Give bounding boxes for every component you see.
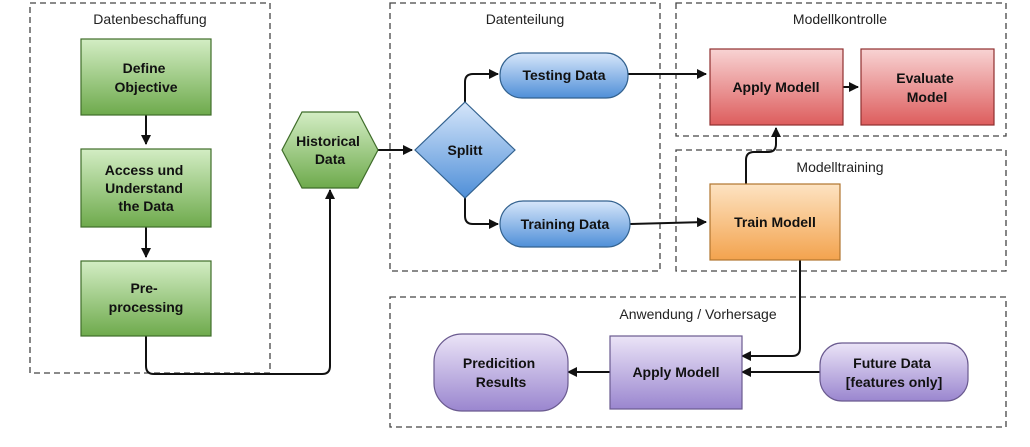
node-apply-top-label: Apply Modell bbox=[732, 79, 819, 95]
node-testing-label: Testing Data bbox=[523, 67, 606, 83]
svg-text:Access und Understand: Access und Understand the Data bbox=[105, 162, 187, 214]
group-label-modelltraining: Modelltraining bbox=[796, 159, 883, 175]
edge-train-to-apply bbox=[745, 127, 781, 184]
node-historical-data: Historical Data bbox=[281, 111, 379, 189]
svg-text:Evaluate Model: Evaluate Model bbox=[896, 70, 957, 105]
edges bbox=[141, 69, 859, 377]
group-label-datenteilung: Datenteilung bbox=[486, 11, 565, 27]
edge-preprocessing-to-historical bbox=[145, 189, 335, 375]
node-define-objective-line1: Define bbox=[123, 60, 166, 76]
node-prediction-line2: Results bbox=[476, 374, 527, 390]
node-training-data: Training Data bbox=[499, 200, 631, 248]
group-anwendung: Anwendung / Vorhersage bbox=[389, 296, 1007, 428]
node-define-objective-line2: Objective bbox=[114, 79, 177, 95]
node-apply-bottom-label: Apply Modell bbox=[632, 364, 719, 380]
node-train-label: Train Modell bbox=[734, 214, 816, 230]
node-testing-data: Testing Data bbox=[499, 52, 629, 99]
group-modelltraining: Modelltraining bbox=[675, 149, 1007, 272]
node-prediction-results: Predicition Results bbox=[433, 333, 569, 412]
node-evaluate-model: Evaluate Model bbox=[860, 48, 995, 126]
node-define-objective: Define Objective bbox=[80, 38, 212, 116]
group-label-modellkontrolle: Modellkontrolle bbox=[793, 11, 887, 27]
node-evaluate-line2: Model bbox=[907, 89, 947, 105]
svg-text:Predicition Results: Predicition Results bbox=[463, 355, 539, 390]
group-datenteilung: Datenteilung bbox=[389, 2, 661, 272]
node-train-model: Train Modell bbox=[709, 183, 841, 261]
node-splitt-label: Splitt bbox=[448, 142, 483, 158]
svg-text:Historical Data: Historical Data bbox=[296, 133, 364, 167]
node-apply-model-top: Apply Modell bbox=[709, 48, 844, 126]
node-access-line1: Access und bbox=[105, 162, 184, 178]
group-modellkontrolle: Modellkontrolle bbox=[675, 2, 1007, 137]
edge-splitt-to-testing bbox=[464, 69, 499, 102]
group-label-datenbeschaffung: Datenbeschaffung bbox=[93, 11, 206, 27]
node-future-line1: Future Data bbox=[853, 355, 931, 371]
node-access-line3: the Data bbox=[118, 198, 173, 214]
node-prediction-line1: Predicition bbox=[463, 355, 535, 371]
node-access-line2: Understand bbox=[105, 180, 183, 196]
group-label-anwendung: Anwendung / Vorhersage bbox=[619, 306, 776, 322]
node-historical-line2: Data bbox=[315, 151, 346, 167]
node-training-label: Training Data bbox=[521, 216, 610, 232]
node-evaluate-line1: Evaluate bbox=[896, 70, 954, 86]
node-preprocessing: Pre- processing bbox=[80, 260, 212, 337]
node-future-data: Future Data [features only] bbox=[819, 342, 969, 402]
node-splitt: Splitt bbox=[414, 101, 516, 199]
svg-text:Future Data [features on: Future Data [features only] bbox=[846, 355, 942, 390]
node-historical-line1: Historical bbox=[296, 133, 360, 149]
node-future-line2: [features only] bbox=[846, 374, 942, 390]
svg-text:Pre- processing: Pre- processing bbox=[109, 280, 184, 315]
node-preprocessing-line1: Pre- bbox=[130, 280, 158, 296]
svg-text:Define Objective: Define Objective bbox=[114, 60, 177, 95]
node-access-understand: Access und Understand the Data bbox=[80, 148, 212, 228]
node-preprocessing-line2: processing bbox=[109, 299, 184, 315]
edge-train-to-apply-bottom bbox=[741, 260, 801, 361]
node-apply-model-bottom: Apply Modell bbox=[609, 335, 743, 410]
edge-training-to-train bbox=[629, 217, 707, 228]
edge-splitt-to-training bbox=[464, 198, 499, 229]
